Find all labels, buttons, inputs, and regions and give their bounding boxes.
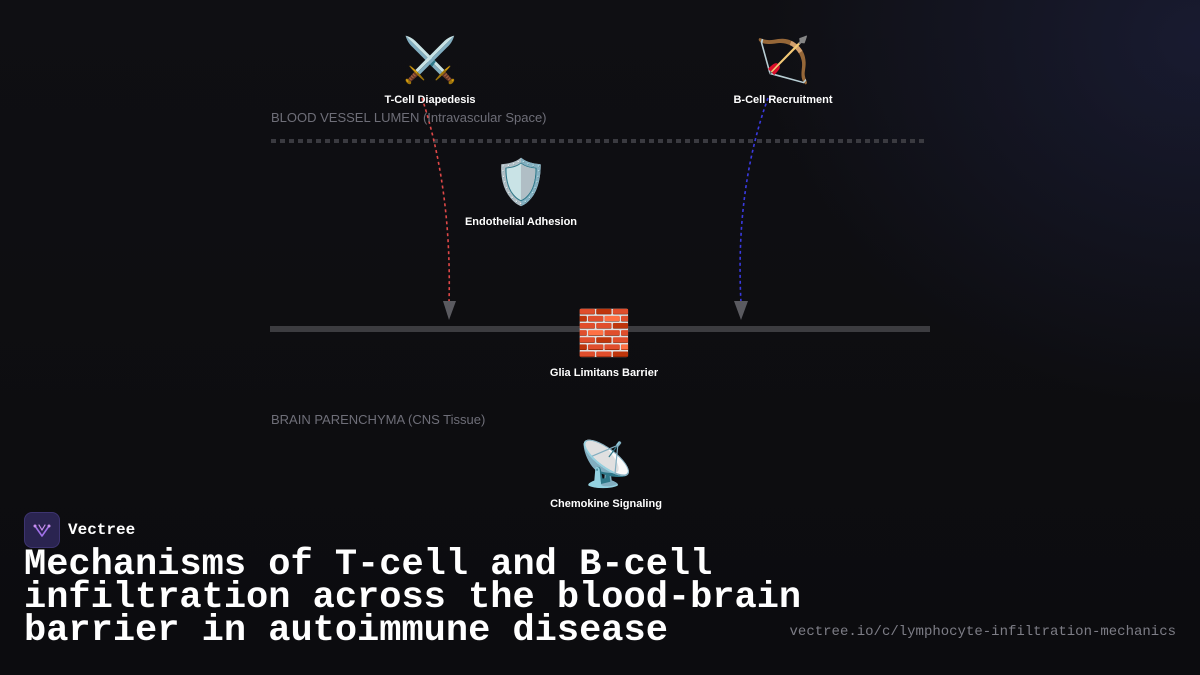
glia-limitans-label: Glia Limitans Barrier — [549, 367, 659, 379]
bcell-arrowhead — [734, 301, 748, 320]
brand-name: Vectree — [68, 521, 136, 539]
source-url[interactable]: vectree.io/c/lymphocyte-infiltration-mec… — [789, 624, 1176, 640]
vectree-logo-mark — [33, 524, 51, 537]
page-title: Mechanisms of T-cell and B-cell infiltra… — [24, 544, 802, 652]
bcell-recruitment-node: 🏹 B-Cell Recruitment — [693, 35, 873, 107]
tcell-arrowhead — [443, 301, 456, 320]
brand: Vectree — [24, 512, 135, 548]
chemokine-signaling-node: 📡 Chemokine Signaling — [516, 439, 696, 511]
chemokine-signaling-label: Chemokine Signaling — [550, 498, 662, 510]
satellite-dish-icon: 📡 — [578, 439, 634, 490]
parenchyma-zone-label: BRAIN PARENCHYMA (CNS Tissue) — [271, 412, 486, 427]
tcell-migration-path — [421, 97, 451, 304]
tcell-diapedesis-label: T-Cell Diapedesis — [384, 94, 476, 106]
shield-icon: 🛡️ — [493, 157, 549, 208]
brick-wall-icon: 🧱 — [576, 308, 632, 359]
vectree-logo-icon — [24, 512, 60, 548]
lumen-zone-label: BLOOD VESSEL LUMEN (Intravascular Space) — [271, 110, 547, 125]
glia-limitans-node: 🧱 Glia Limitans Barrier — [514, 308, 694, 380]
crossed-swords-icon: ⚔️ — [402, 35, 458, 86]
endothelial-adhesion-node: 🛡️ Endothelial Adhesion — [431, 157, 611, 229]
bcell-migration-path — [739, 97, 769, 304]
bcell-recruitment-label: B-Cell Recruitment — [733, 94, 833, 106]
endothelial-adhesion-label: Endothelial Adhesion — [464, 216, 578, 228]
tcell-diapedesis-node: ⚔️ T-Cell Diapedesis — [340, 35, 520, 107]
bow-and-arrow-icon: 🏹 — [755, 35, 811, 86]
